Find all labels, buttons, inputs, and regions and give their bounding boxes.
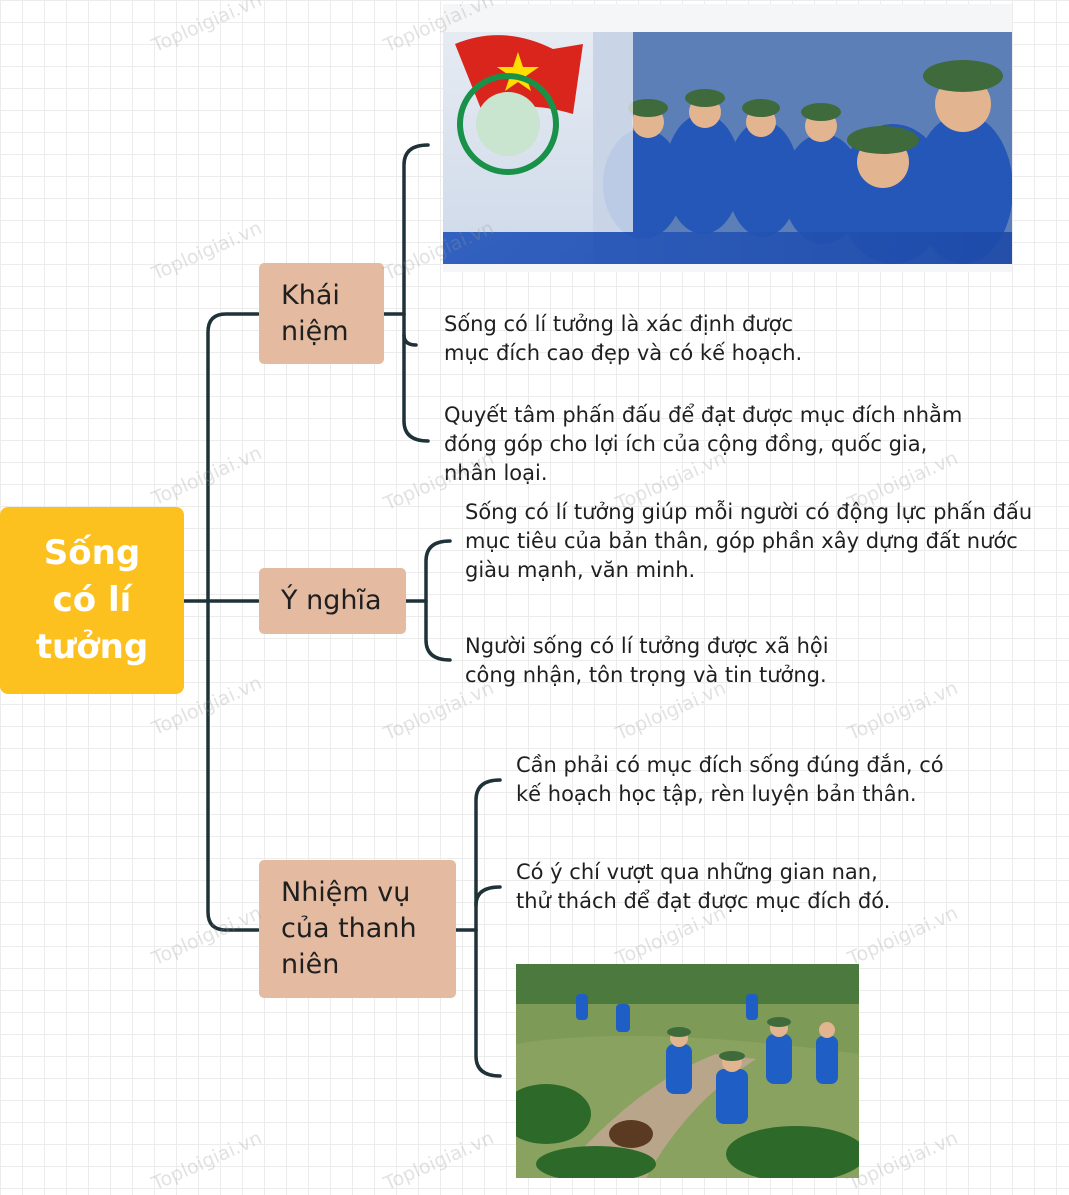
leaf-nhiem-vu-2[interactable]: Có ý chí vượt qua những gian nan, thử th… xyxy=(516,860,891,913)
leaf-khai-niem-2[interactable]: Quyết tâm phấn đấu để đạt được mục đích … xyxy=(444,403,963,485)
root-topic[interactable]: Sống có lí tưởng xyxy=(0,507,184,694)
root-topic-label: Sống có lí tưởng xyxy=(35,533,149,667)
branch-y-nghia[interactable]: Ý nghĩa xyxy=(259,568,406,634)
branch-khai-niem-label: Khái niệm xyxy=(281,279,349,347)
leaf-khai-niem-1[interactable]: Sống có lí tưởng là xác định được mục đí… xyxy=(444,312,803,365)
youth-union-photo[interactable] xyxy=(443,4,1012,272)
branch-y-nghia-label: Ý nghĩa xyxy=(281,585,382,616)
leaf-y-nghia-1[interactable]: Sống có lí tưởng giúp mỗi người có động … xyxy=(465,500,1033,582)
leaf-nhiem-vu-1[interactable]: Cần phải có mục đích sống đúng đắn, có k… xyxy=(516,753,944,806)
volunteers-photo[interactable] xyxy=(516,964,859,1178)
leaf-y-nghia-2[interactable]: Người sống có lí tưởng được xã hội công … xyxy=(465,634,829,687)
branch-khai-niem[interactable]: Khái niệm xyxy=(259,263,384,364)
volunteers-photo-art xyxy=(516,964,859,1178)
branch-nhiem-vu[interactable]: Nhiệm vụ của thanh niên xyxy=(259,860,456,998)
youth-union-photo-art xyxy=(443,32,1012,264)
branch-nhiem-vu-label: Nhiệm vụ của thanh niên xyxy=(281,877,417,980)
